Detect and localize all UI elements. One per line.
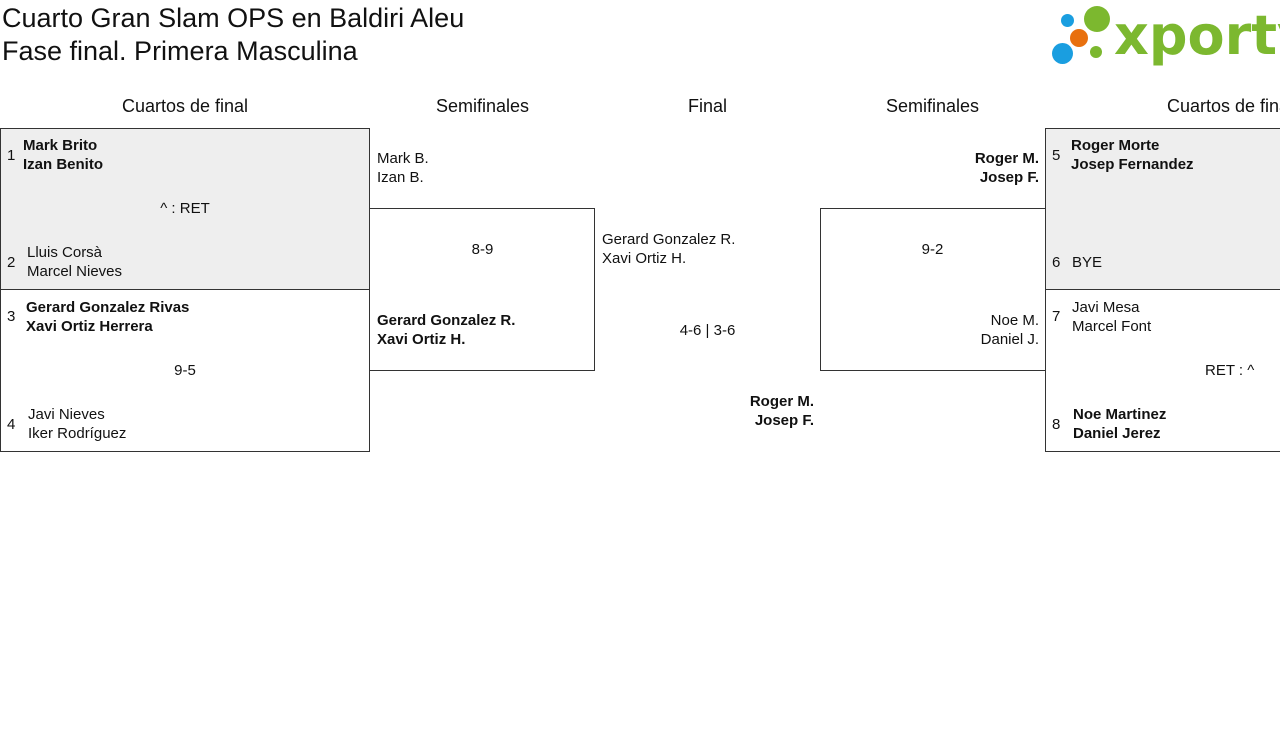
player-name: Xavi Ortiz H. — [377, 331, 466, 348]
team-name: Noe M. Daniel J. — [820, 311, 1039, 349]
team-name: Lluis Corsà Marcel Nieves — [27, 243, 122, 281]
player-name: Javi Nieves — [28, 406, 105, 423]
team-name: Javi Mesa Marcel Font — [1072, 298, 1151, 336]
column-header-left-semifinals: Semifinales — [435, 96, 530, 116]
right-quarterfinal-match-1 — [1045, 128, 1280, 290]
team-name: Mark Brito Izan Benito — [23, 136, 103, 174]
player-name: Roger M. — [749, 393, 814, 410]
player-name: Iker Rodríguez — [28, 425, 127, 442]
logo-text: xporty — [1114, 4, 1280, 67]
match-score: ^ : RET — [160, 200, 210, 217]
right-quarterfinal-match-2 — [1045, 289, 1280, 452]
player-name: Izan B. — [377, 169, 424, 186]
bye-label: BYE — [1072, 254, 1103, 271]
player-name: Josep F. — [754, 412, 814, 429]
player-name: Izan Benito — [23, 156, 104, 173]
seed-number: 2 — [7, 254, 16, 271]
match-score: 9-5 — [174, 362, 196, 379]
player-name: Roger M. — [974, 150, 1039, 167]
player-name: Marcel Nieves — [27, 263, 123, 280]
player-name: Daniel J. — [980, 331, 1039, 348]
player-name: Lluis Corsà — [27, 244, 103, 261]
player-name: Josep Fernandez — [1071, 156, 1194, 173]
column-header-left-quarterfinals: Cuartos de final — [121, 96, 249, 116]
team-name: Roger M. Josep F. — [820, 149, 1039, 187]
champion-team-name: Roger M. Josep F. — [595, 392, 814, 430]
column-header-right-semifinals: Semifinales — [885, 96, 980, 116]
player-name: Daniel Jerez — [1073, 425, 1161, 442]
page-title: Cuarto Gran Slam OPS en Baldiri Aleu — [2, 3, 465, 33]
seed-number: 6 — [1052, 254, 1061, 271]
match-score: 9-2 — [921, 241, 944, 258]
seed-number: 7 — [1052, 308, 1061, 325]
team-name: Gerard Gonzalez R. Xavi Ortiz H. — [602, 230, 735, 268]
seed-number: 4 — [7, 416, 16, 433]
team-name: Gerard Gonzalez R. Xavi Ortiz H. — [377, 311, 515, 349]
player-name: Gerard Gonzalez Rivas — [26, 299, 190, 316]
column-header-right-quarterfinals: Cuartos de final — [1166, 96, 1280, 116]
player-name: Josep F. — [979, 169, 1039, 186]
seed-number: 5 — [1052, 147, 1061, 164]
player-name: Marcel Font — [1072, 318, 1152, 335]
team-name: Javi Nieves Iker Rodríguez — [28, 405, 126, 443]
player-name: Noe Martinez — [1073, 406, 1167, 423]
team-name: Noe Martinez Daniel Jerez — [1073, 405, 1166, 443]
player-name: Xavi Ortiz H. — [602, 250, 687, 267]
page-subtitle: Fase final. Primera Masculina — [2, 36, 358, 66]
player-name: Xavi Ortiz Herrera — [26, 318, 153, 335]
player-name: Mark B. — [377, 150, 429, 167]
player-name: Gerard Gonzalez R. — [602, 231, 736, 248]
seed-number: 3 — [7, 308, 16, 325]
left-semifinal-connector — [369, 208, 595, 371]
player-name: Roger Morte — [1071, 137, 1160, 154]
seed-number: 8 — [1052, 416, 1061, 433]
logo-dot-orange-icon — [1070, 29, 1088, 47]
player-name: Gerard Gonzalez R. — [377, 312, 516, 329]
team-name: Roger Morte Josep Fernandez — [1071, 136, 1194, 174]
final-score: 4-6 | 3-6 — [679, 322, 736, 339]
team-name: Gerard Gonzalez Rivas Xavi Ortiz Herrera — [26, 298, 189, 336]
team-name: Mark B. Izan B. — [377, 149, 429, 187]
player-name: Noe M. — [990, 312, 1039, 329]
logo-dot-green-icon — [1084, 6, 1110, 32]
logo-dot-blue-small-icon — [1061, 14, 1074, 27]
seed-number: 1 — [7, 147, 16, 164]
player-name: Mark Brito — [23, 137, 98, 154]
player-name: Javi Mesa — [1072, 299, 1140, 316]
xporty-logo: xporty — [1050, 4, 1280, 68]
logo-dot-blue-icon — [1052, 43, 1073, 64]
left-quarterfinal-match-1 — [0, 128, 370, 290]
logo-dot-green-small-icon — [1090, 46, 1102, 58]
match-score: RET : ^ — [1205, 362, 1255, 379]
match-score: 8-9 — [471, 241, 494, 258]
column-header-final: Final — [687, 96, 727, 116]
